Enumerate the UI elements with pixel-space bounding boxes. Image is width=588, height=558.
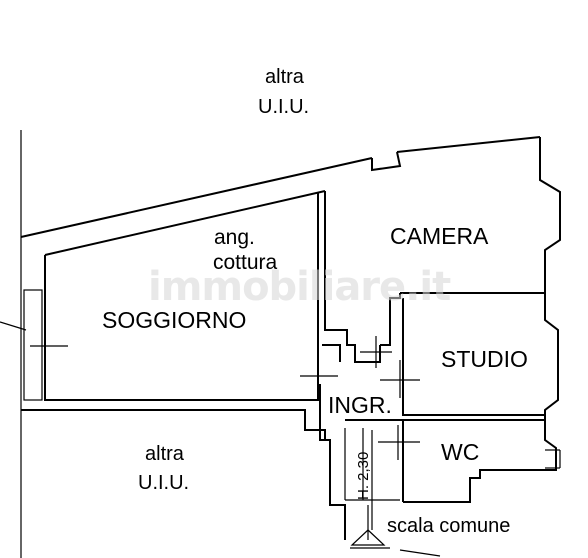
ceiling-height-label: H. 2,30 — [355, 452, 372, 500]
room-label-wc: WC — [441, 439, 479, 465]
stairs-label: scala comune — [387, 515, 510, 537]
soggiorno-walls — [21, 193, 326, 440]
room-label-camera: CAMERA — [390, 223, 489, 249]
stairs-arrow-icon — [350, 505, 441, 557]
studio-walls — [402, 298, 545, 421]
neighbor-top-line1: altra — [265, 66, 305, 88]
room-label-cottura-line2: cottura — [213, 251, 278, 274]
neighbor-top-line2: U.I.U. — [258, 96, 309, 118]
room-label-cottura-line1: ang. — [214, 226, 255, 249]
room-label-soggiorno: SOGGIORNO — [102, 307, 246, 333]
right-wall — [403, 137, 561, 503]
neighbor-bottom-line1: altra — [145, 443, 185, 465]
left-stub-line — [0, 321, 27, 331]
watermark-text: immobiliare.it — [148, 264, 451, 310]
room-label-ingresso: INGR. — [328, 392, 392, 418]
room-label-studio: STUDIO — [441, 346, 528, 372]
neighbor-bottom-line2: U.I.U. — [138, 472, 189, 494]
top-diagonal-wall — [20, 136, 541, 256]
crosshair-marks — [300, 336, 420, 460]
